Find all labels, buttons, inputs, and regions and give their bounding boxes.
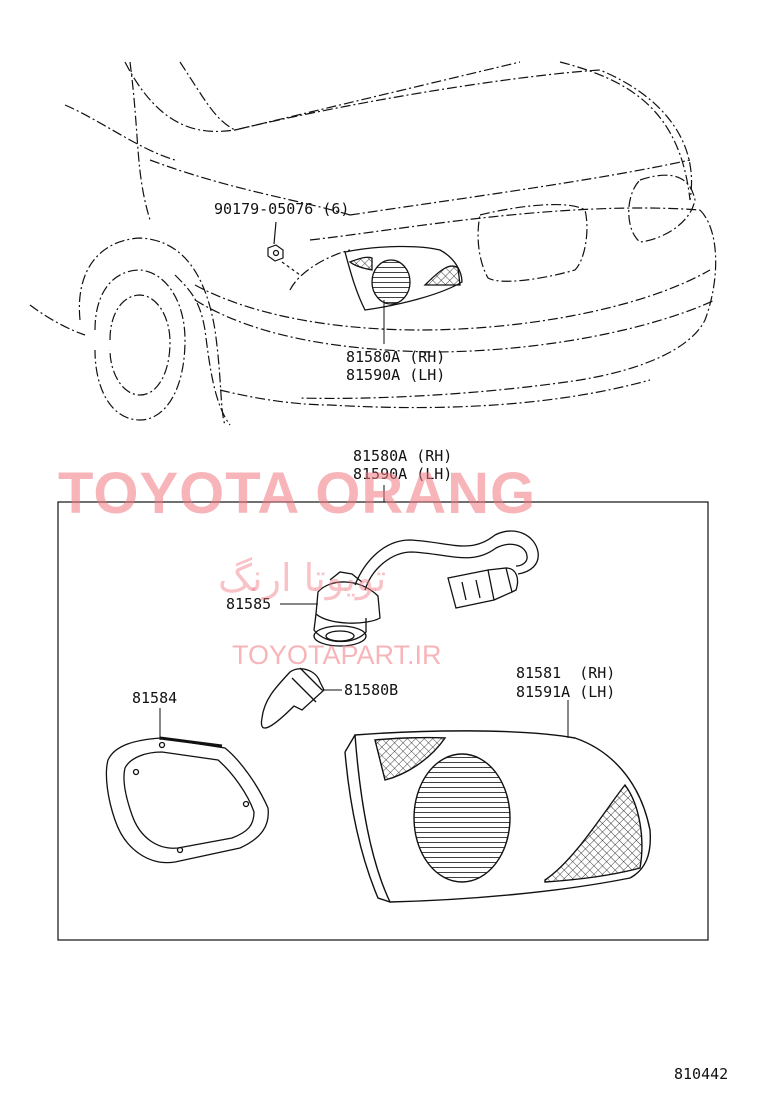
bulb-icon	[260, 667, 325, 729]
label-gasket: 81584	[132, 689, 178, 707]
diagram-number: 810442	[674, 1065, 729, 1083]
label-lamp-assy-top-lh: 81590A (LH)	[346, 366, 446, 384]
label-bolt: 90179-05076 (6)	[214, 200, 350, 218]
car-rear-illustration	[29, 61, 717, 426]
bolt-icon	[267, 221, 301, 276]
socket-wire-harness	[313, 530, 539, 647]
label-lamp-assy-box-rh: 81580A (RH)	[353, 447, 453, 465]
lens-icon	[344, 730, 652, 903]
label-lens-lh: 81591A (LH)	[516, 683, 616, 701]
exploded-view-frame	[57, 501, 709, 941]
label-lens-rh: 81581 (RH)	[516, 664, 616, 682]
watermark-site: TOYOTAPART.IR	[232, 640, 442, 670]
watermark-brand: TOYOTA ORANG	[58, 461, 537, 526]
label-socket: 81585	[226, 595, 272, 613]
label-bulb: 81580B	[344, 681, 399, 699]
label-lamp-assy-box-lh: 81590A (LH)	[353, 465, 453, 483]
watermark-persian: تویوتا ارنگ	[218, 556, 387, 600]
gasket-icon	[105, 736, 269, 864]
label-lamp-assy-top-rh: 81580A (RH)	[346, 348, 446, 366]
rear-lamp-installed	[344, 245, 463, 311]
